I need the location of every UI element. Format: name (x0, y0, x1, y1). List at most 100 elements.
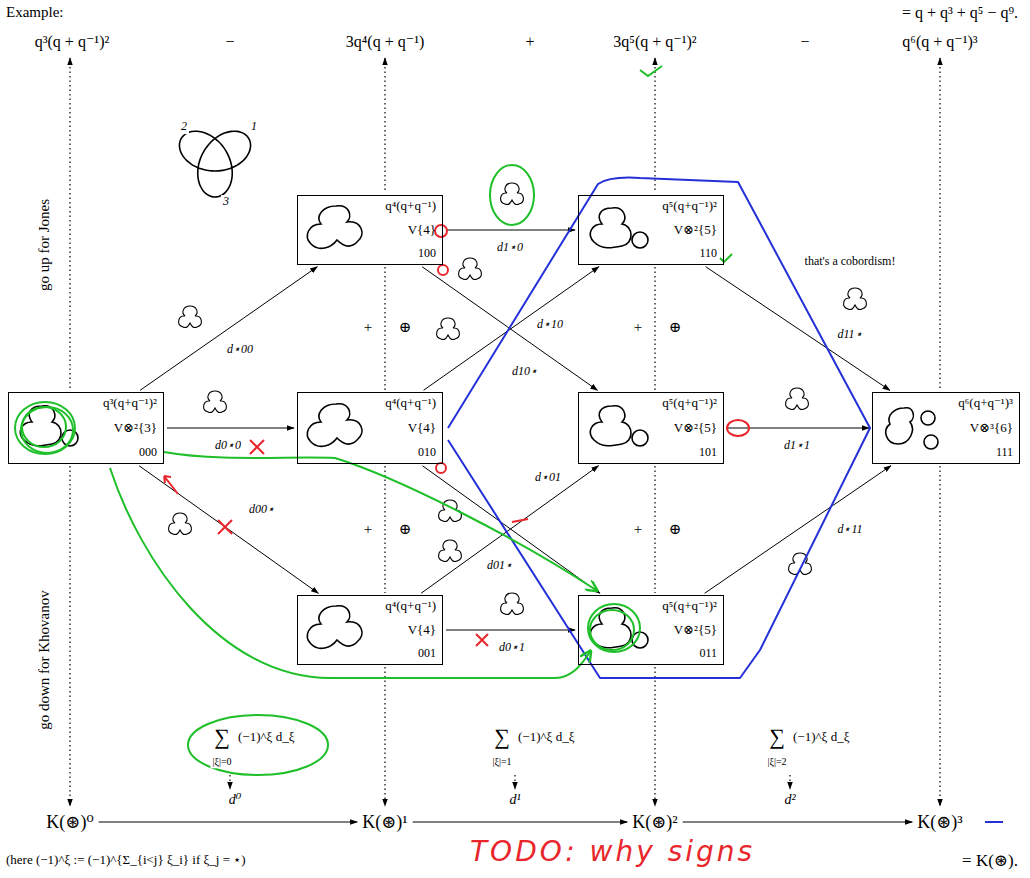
drawing-part (501, 593, 524, 615)
drawing-part (179, 306, 202, 328)
drawing-part (204, 391, 227, 413)
grading-label: q⁵(q+q⁻¹)² (662, 199, 717, 214)
vertex-label: 000 (139, 446, 157, 460)
sum-term: (−1)^ξ d_ξ (236, 730, 296, 745)
drawing-part (229, 775, 230, 789)
green-annotations (15, 66, 732, 775)
drawing-part (69, 58, 70, 390)
drawing-part (640, 66, 662, 76)
map-label: d11⋆ (835, 328, 864, 342)
drawing-part (437, 318, 460, 340)
blue-diamond-path (448, 178, 1003, 822)
vertex-box: q⁵(q+q⁻¹)²V⊗²{5}110 (578, 195, 724, 265)
drawing-part (985, 821, 1003, 823)
cube-edge-map (167, 428, 294, 429)
cube-edge-map (140, 267, 317, 391)
complex-term: K(⊛)¹ (360, 812, 409, 833)
grading-label: q⁴(q+q⁻¹) (385, 199, 436, 214)
drawing-part (384, 466, 385, 593)
sum-term: (−1)^ξ d_ξ (791, 730, 851, 745)
drawing-part (384, 58, 385, 193)
map-label: d⋆01 (533, 471, 563, 485)
drawing-part (590, 406, 648, 446)
vertex-label: 101 (699, 446, 717, 460)
drawing-part (164, 476, 178, 494)
complex-term-text: K(⊛)⁰ (46, 812, 93, 833)
map-label: d0⋆0 (213, 439, 243, 453)
map-label: d01⋆ (485, 559, 515, 573)
drawing-part (501, 183, 524, 205)
drawing-part (438, 265, 448, 275)
vertex-box: q³(q+q⁻¹)²V⊗²{3}000 (8, 392, 164, 464)
map-label: d² (782, 792, 797, 808)
space-label: V⊗²{5} (674, 421, 717, 436)
grading-label: q⁴(q+q⁻¹) (385, 396, 436, 411)
drawing-part (188, 715, 328, 775)
vertex-box: q⁴(q+q⁻¹)V{4}001 (297, 595, 443, 665)
map-label: d⋆10 (535, 318, 565, 332)
trefoil-knot (179, 131, 250, 197)
sign: − (223, 33, 236, 51)
drawing-part (789, 775, 790, 789)
drawing-part (164, 452, 596, 590)
cube-edge-map (139, 466, 318, 594)
jones-polynomial: = q + q³ + q⁵ − q⁹. (900, 4, 1020, 22)
sum-sign: ∑ (212, 724, 232, 749)
complex-differential (683, 822, 913, 823)
sum-symbol: ⊕ (667, 521, 684, 538)
map-label: d⋆11 (835, 523, 864, 537)
cube-edge-map (423, 466, 600, 593)
space-label: V{4} (408, 223, 436, 238)
drawing-part (654, 667, 655, 806)
drawing-part (514, 775, 515, 789)
vertex-box: q⁶(q+q⁻¹)³V⊗³{6}111 (872, 392, 1020, 464)
drawing-part (590, 208, 648, 248)
complex-term-text: K(⊛)³ (917, 812, 962, 833)
vertex-label: 001 (418, 647, 436, 661)
drawing-part (15, 402, 75, 454)
equation-end: = K(⊛). (960, 851, 1020, 871)
complex-term: K(⊛)⁰ (44, 812, 95, 833)
red-annotations (164, 225, 749, 646)
vertex-label: 110 (699, 247, 717, 261)
sum-symbol: + (362, 319, 374, 336)
drawing-part (435, 225, 447, 237)
vertex-label: 100 (418, 247, 436, 261)
drawing-part (727, 420, 749, 436)
map-label: d⁰ (227, 792, 244, 808)
vertex-label: 011 (699, 647, 717, 661)
grading-label: q³(q+q⁻¹)² (103, 396, 157, 411)
drawing-part (939, 58, 940, 390)
sum-sign: ∑ (492, 724, 512, 749)
drawing-part (218, 520, 232, 534)
drawing-part (307, 206, 362, 249)
drawing-part (654, 58, 655, 193)
space-label: V⊗³{6} (970, 421, 1013, 436)
vertex-label: 010 (418, 446, 436, 460)
sum-symbol: + (632, 521, 644, 538)
vertex-box: q⁴(q+q⁻¹)V{4}010 (297, 392, 443, 464)
map-label: d¹ (507, 792, 522, 808)
vertex-box: q⁵(q+q⁻¹)²V⊗²{5}101 (578, 392, 724, 464)
smoothing-pictures (20, 206, 938, 649)
drawing-part (844, 288, 867, 310)
column-sum: 3q⁴(q + q⁻¹) (344, 33, 427, 51)
sum-term: (−1)^ξ d_ξ (516, 730, 576, 745)
complex-term: K(⊛)² (630, 812, 679, 833)
heading: Example: (4, 4, 65, 21)
space-label: V{4} (408, 623, 436, 638)
drawing-part (490, 165, 534, 225)
drawing-part (939, 466, 940, 806)
complex-term-text: K(⊛)² (632, 812, 677, 833)
crossing-number: 2 (179, 120, 189, 134)
cube-edge-map (446, 630, 575, 631)
grading-label: q⁵(q+q⁻¹)² (662, 599, 717, 614)
drawing-part (69, 466, 70, 806)
drawing-part (459, 258, 482, 280)
trefoil-knot-figure (179, 131, 250, 197)
grading-label: q⁶(q+q⁻¹)³ (958, 396, 1013, 411)
drawing-part (512, 519, 528, 522)
complex-term-text: K(⊛)¹ (362, 812, 407, 833)
